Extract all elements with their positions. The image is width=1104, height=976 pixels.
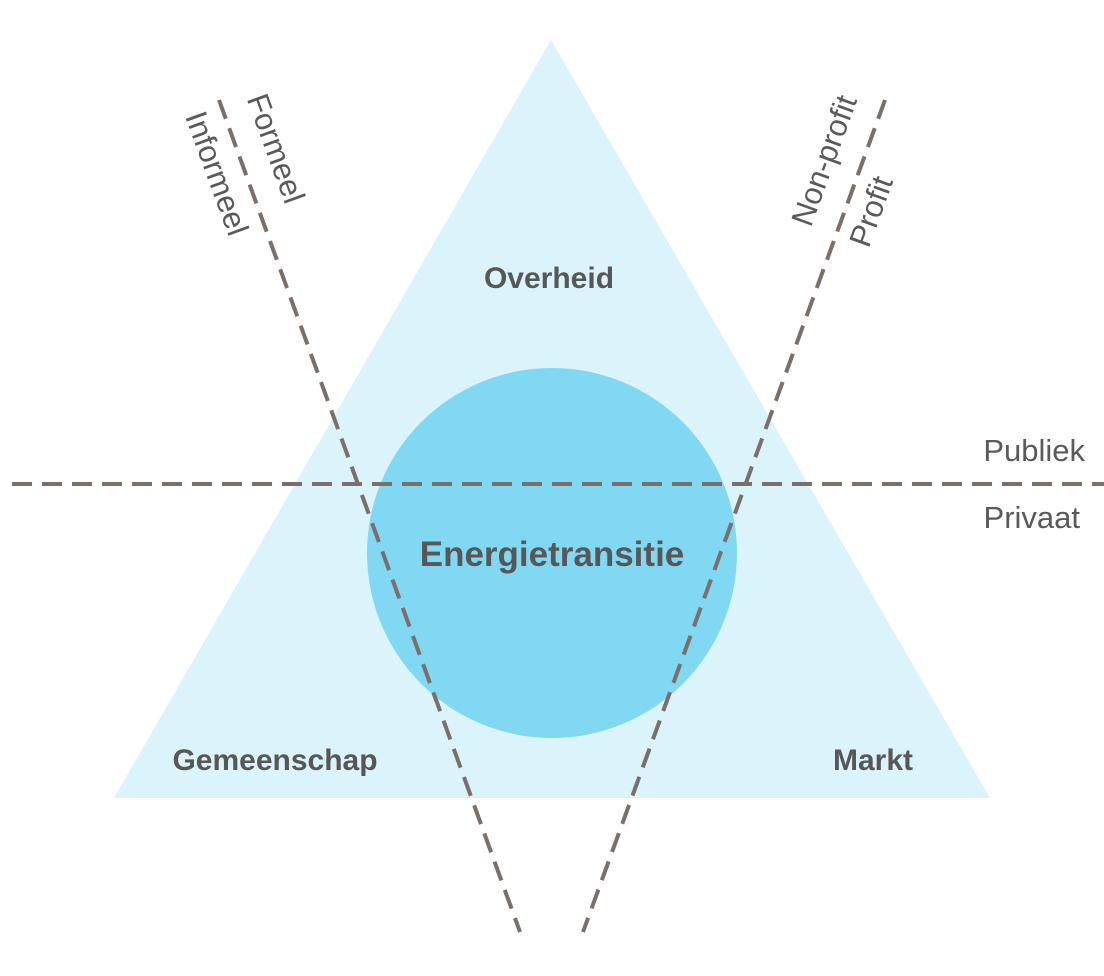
right-diagonal-label-second: Profit [842, 171, 900, 251]
sector-label-bottom-right: Markt [833, 744, 913, 777]
sector-label-top: Overheid [484, 262, 614, 295]
horizontal-label-above: Publiek [983, 433, 1085, 468]
right-diagonal-divider-line [581, 99, 887, 933]
center-label: Energietransitie [420, 535, 685, 574]
horizontal-label-below: Privaat [984, 500, 1081, 535]
sector-label-bottom-left: Gemeenschap [172, 744, 377, 777]
right-diagonal-label-first: Non-profit [784, 90, 864, 230]
left-diagonal-divider-line [217, 99, 522, 933]
center-circle [367, 368, 737, 738]
